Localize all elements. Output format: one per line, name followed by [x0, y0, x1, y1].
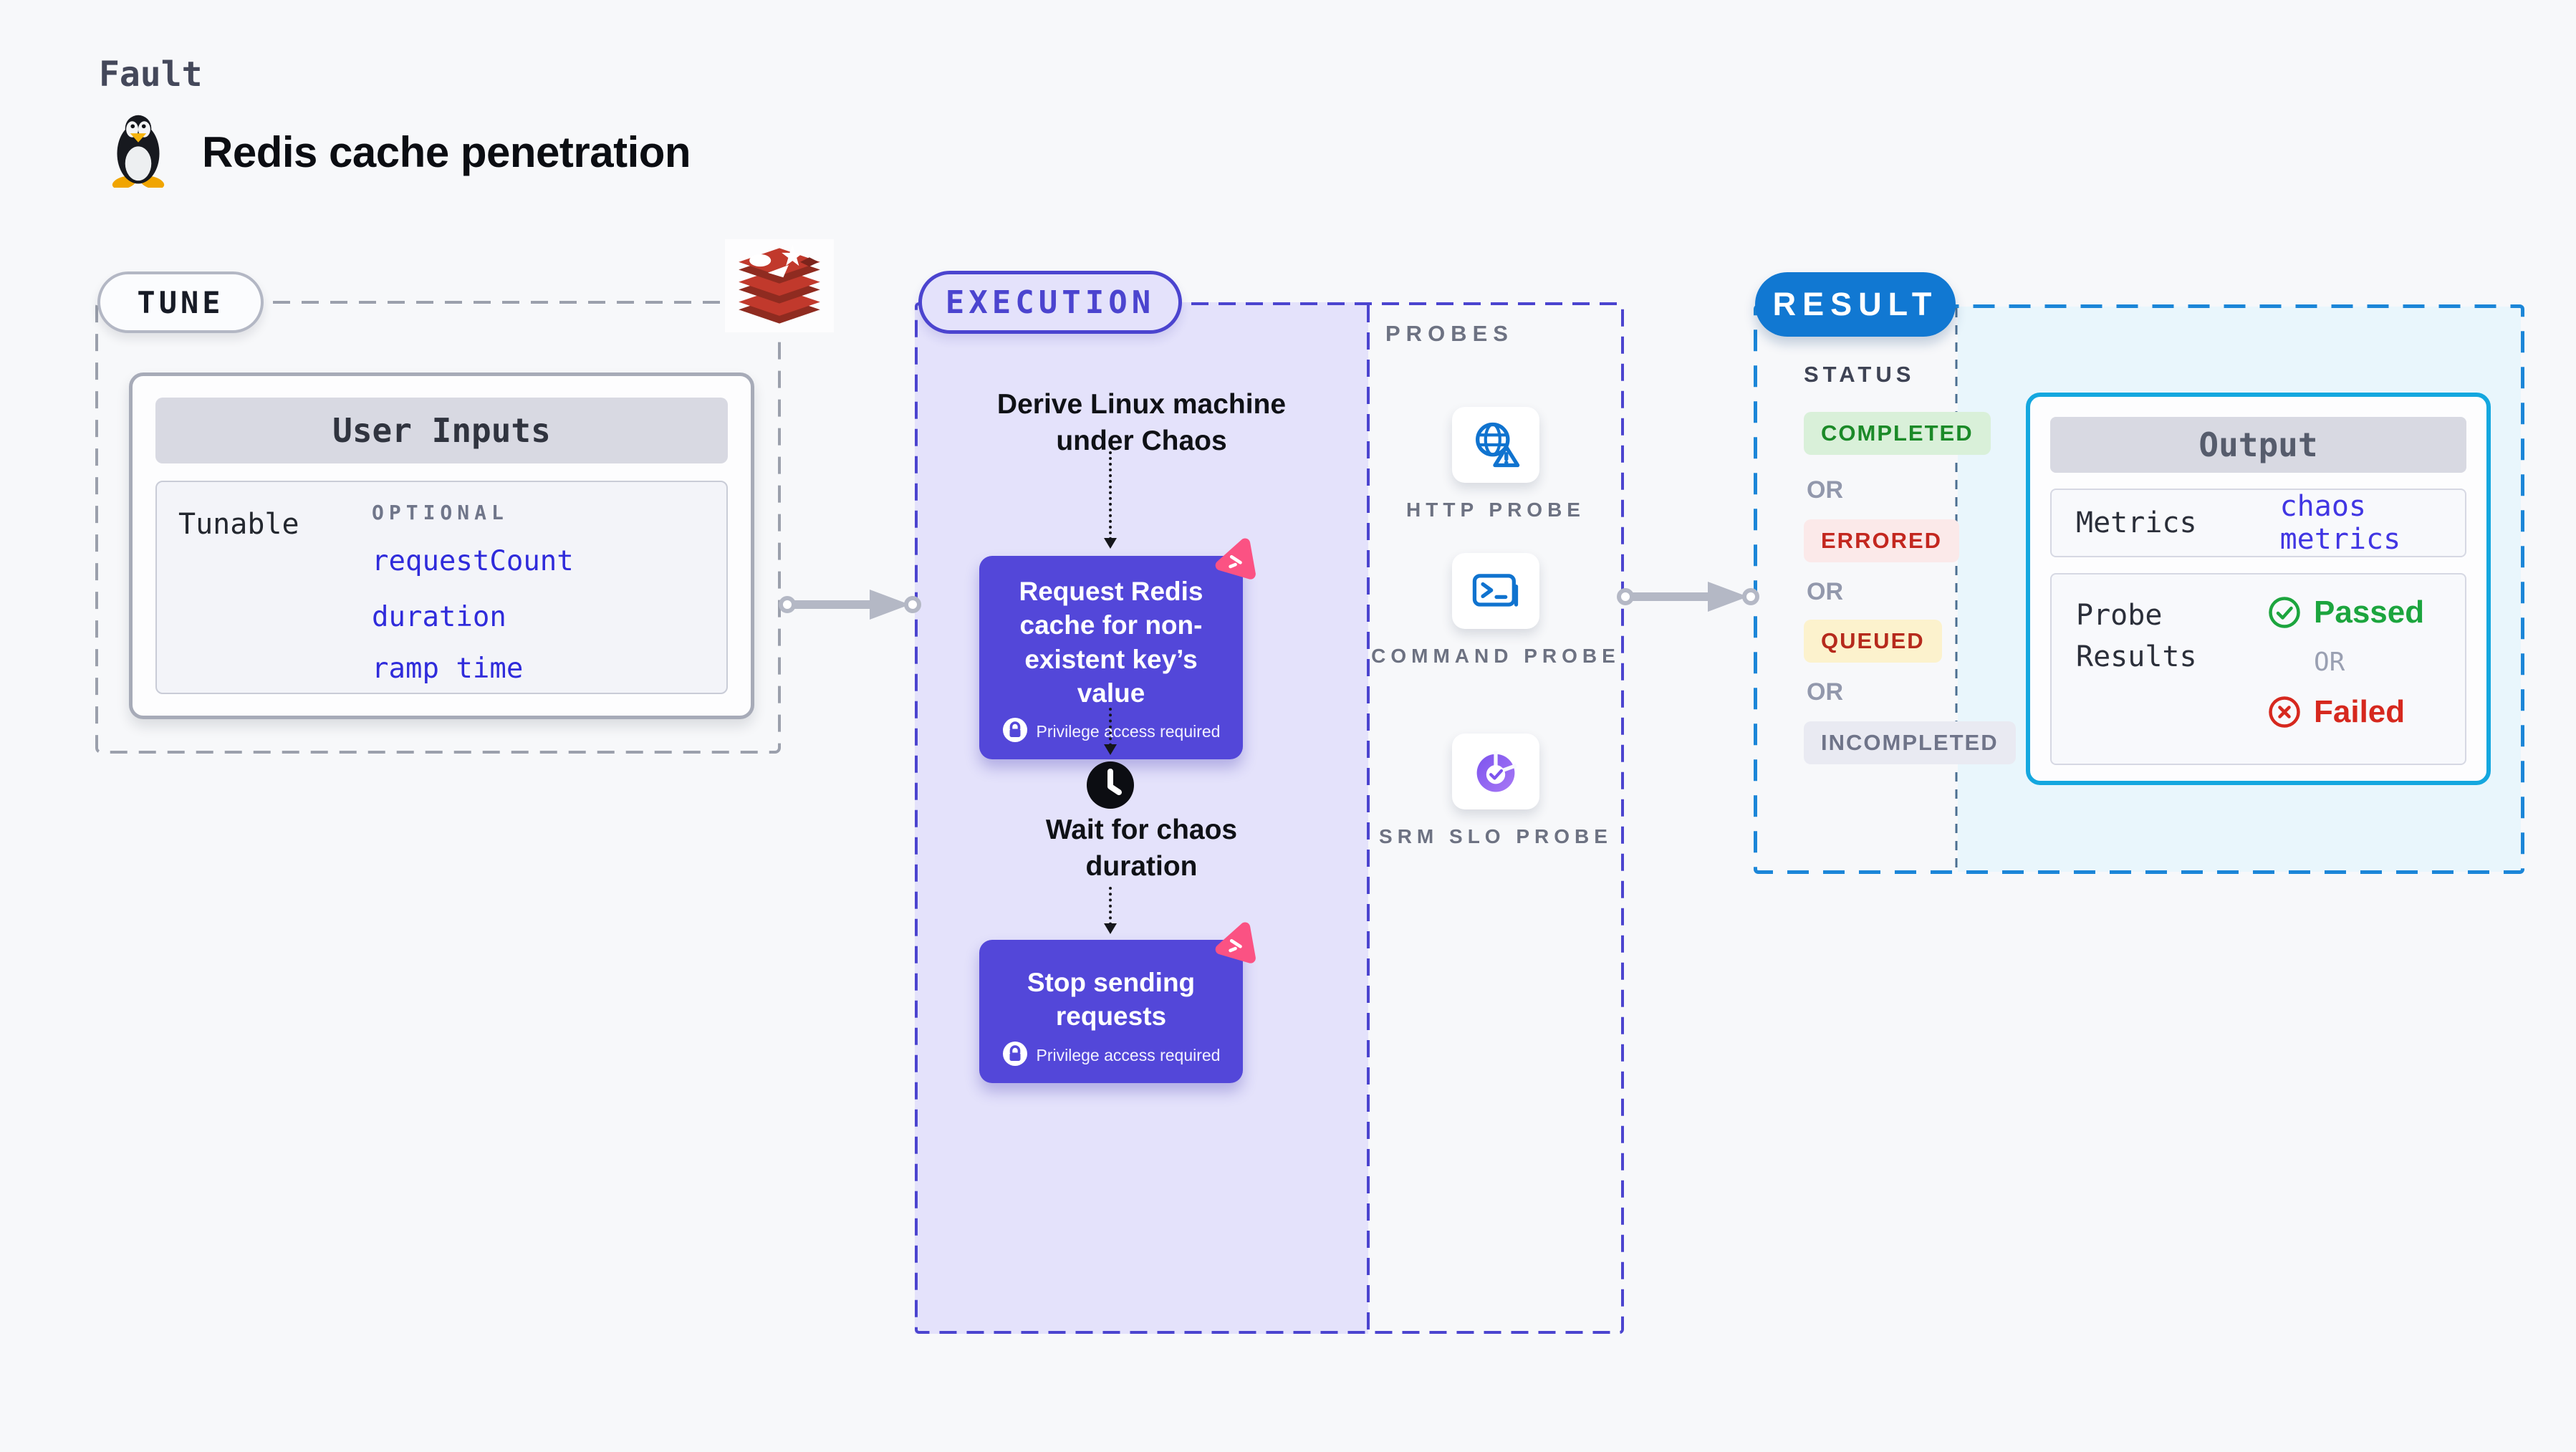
redis-logo-icon	[725, 239, 834, 332]
tune-to-execution-arrow	[779, 590, 921, 620]
execution-section-badge: EXECUTION	[918, 271, 1182, 334]
param-ramp-time: ramp time	[372, 653, 524, 685]
result-section-badge: RESULT	[1755, 272, 1956, 337]
probes-panel: PROBES HTTP PROBE COMMAND PROBE	[1368, 302, 1623, 1334]
probe-results-label: Probe Results	[2076, 599, 2197, 673]
srm-slo-probe-label: SRM SLO PROBE	[1379, 825, 1613, 847]
verdict-or-label: OR	[2314, 648, 2345, 677]
optional-tag: OPTIONAL	[372, 501, 509, 524]
status-column: STATUS COMPLETED OR ERRORED OR QUEUED OR…	[1754, 304, 2016, 874]
execution-panel: Derive Linux machine under Chaos Request…	[915, 302, 1368, 1334]
status-badge-incompleted: INCOMPLETED	[1804, 721, 2016, 764]
output-card: Output Metrics chaos metrics Probe Resul…	[2026, 393, 2491, 785]
status-or-label: OR	[1807, 678, 1843, 706]
tunable-label: Tunable	[178, 508, 299, 541]
flow-arrow-down-3	[1104, 887, 1117, 934]
chaos-experiment-icon	[1209, 919, 1261, 971]
status-title: STATUS	[1804, 362, 1916, 387]
user-inputs-title: User Inputs	[155, 398, 728, 463]
privilege-note: Privilege access required	[1036, 722, 1221, 741]
tunable-panel: Tunable OPTIONAL requestCount duration r…	[155, 481, 728, 694]
linux-tux-icon	[107, 113, 169, 190]
request-redis-node-label: Request Redis cache for non-existent key…	[1019, 577, 1203, 708]
slo-pie-check-icon	[1476, 751, 1517, 792]
status-badge-queued: QUEUED	[1804, 620, 1942, 663]
terminal-icon	[1472, 574, 1519, 607]
status-badge-errored: ERRORED	[1804, 519, 1960, 562]
chaos-experiment-icon	[1209, 535, 1261, 587]
wait-step-text: Wait for chaos duration	[1045, 814, 1238, 882]
execution-to-result-arrow	[1617, 582, 1759, 612]
probe-results-row: Probe Results Passed OR Failed	[2050, 573, 2466, 765]
flow-arrow-down-1	[1104, 451, 1117, 549]
failed-label: Failed	[2314, 694, 2406, 729]
lock-icon	[1002, 1041, 1028, 1070]
flow-arrow-down-2	[1104, 708, 1117, 755]
page-title: Redis cache penetration	[202, 128, 691, 176]
http-probe-card	[1452, 407, 1539, 483]
output-title: Output	[2050, 417, 2466, 473]
metrics-value: chaos metrics	[2279, 490, 2401, 556]
status-badge-completed: COMPLETED	[1804, 412, 1991, 455]
metrics-row: Metrics chaos metrics	[2050, 489, 2466, 557]
stop-requests-node: Stop sending requests Privilege access r…	[979, 922, 1256, 1083]
passed-label: Passed	[2314, 595, 2425, 630]
command-probe-label: COMMAND PROBE	[1371, 645, 1620, 667]
tune-section-badge: TUNE	[97, 271, 264, 333]
wait-clock-icon	[1086, 761, 1135, 809]
globe-alert-icon	[1476, 422, 1520, 468]
stop-requests-node-label: Stop sending requests	[1027, 968, 1196, 1032]
http-probe-label: HTTP PROBE	[1406, 499, 1585, 521]
param-duration: duration	[372, 601, 506, 633]
status-or-label: OR	[1807, 578, 1843, 605]
metrics-label: Metrics	[2076, 506, 2197, 539]
status-or-label: OR	[1807, 476, 1843, 504]
srm-slo-probe-card	[1452, 734, 1539, 809]
command-probe-card	[1452, 553, 1539, 629]
param-request-count: requestCount	[372, 545, 574, 577]
passed-check-icon	[2269, 597, 2300, 628]
privilege-note: Privilege access required	[1036, 1045, 1221, 1064]
lock-icon	[1002, 717, 1028, 746]
user-inputs-card: User Inputs Tunable OPTIONAL requestCoun…	[129, 372, 754, 719]
fault-eyebrow-label: Fault	[99, 54, 203, 95]
derive-step-text: Derive Linux machine under Chaos	[996, 389, 1287, 456]
probes-title: PROBES	[1385, 321, 1514, 346]
failed-x-icon	[2269, 696, 2300, 728]
